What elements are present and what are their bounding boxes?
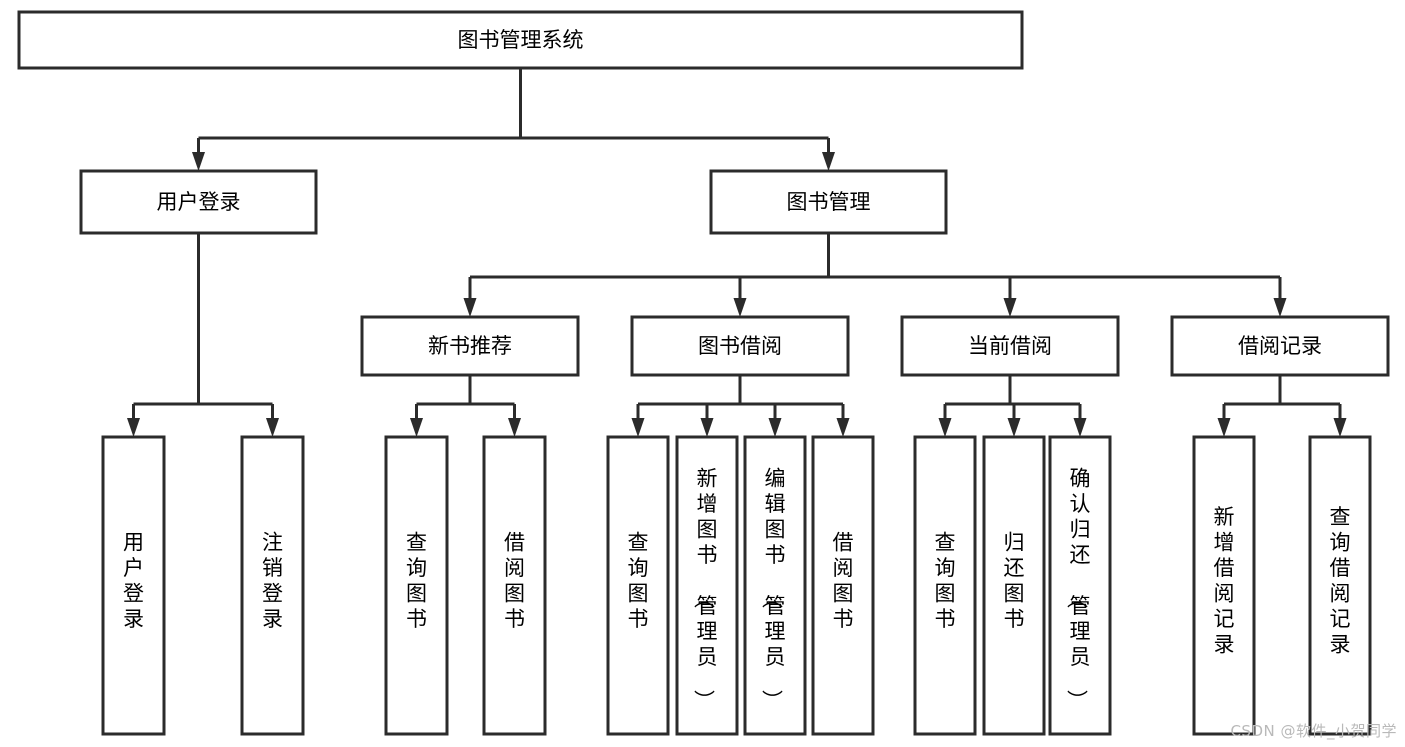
node-box — [1192, 435, 1256, 736]
node-label: 借阅记录 — [1238, 334, 1322, 358]
arrow-head-icon — [836, 418, 850, 437]
arrow-head-icon — [938, 418, 952, 437]
node-box — [811, 435, 875, 736]
node-leaf-借阅图书[interactable]: 借阅图书 — [811, 435, 875, 736]
node-label: 新书推荐 — [428, 334, 512, 358]
node-label: 用户登录 — [123, 530, 144, 631]
arrow-head-icon — [1217, 418, 1231, 437]
node-l2-新书推荐[interactable]: 新书推荐 — [360, 315, 580, 377]
node-label: 查询图书 — [935, 530, 956, 631]
node-leaf-新增借阅记录[interactable]: 新增借阅记录 — [1192, 435, 1256, 736]
node-l1-图书管理[interactable]: 图书管理 — [709, 169, 948, 235]
node-box — [482, 435, 547, 736]
node-label: 借阅图书 — [504, 530, 525, 631]
node-leaf-借阅图书[interactable]: 借阅图书 — [482, 435, 547, 736]
arrow-head-icon — [700, 418, 714, 437]
arrow-head-icon — [127, 418, 140, 437]
arrow-head-icon — [508, 418, 521, 437]
node-leaf-编辑图书管理员[interactable]: 编辑图书（管理员） — [743, 435, 807, 736]
node-label: 归还图书 — [1004, 530, 1025, 631]
node-l2-当前借阅[interactable]: 当前借阅 — [900, 315, 1120, 377]
node-box — [630, 315, 850, 377]
node-box — [913, 435, 977, 736]
node-box — [79, 169, 318, 235]
node-leaf-查询图书[interactable]: 查询图书 — [913, 435, 977, 736]
node-l2-图书借阅[interactable]: 图书借阅 — [630, 315, 850, 377]
node-box — [1308, 435, 1372, 736]
arrow-head-icon — [192, 152, 205, 171]
node-box — [360, 315, 580, 377]
arrow-head-icon — [266, 418, 279, 437]
arrow-head-icon — [410, 418, 423, 437]
node-box — [240, 435, 305, 736]
node-l2-借阅记录[interactable]: 借阅记录 — [1170, 315, 1390, 377]
arrow-head-icon — [1073, 418, 1087, 437]
node-leaf-查询图书[interactable]: 查询图书 — [606, 435, 670, 736]
node-leaf-查询图书[interactable]: 查询图书 — [384, 435, 449, 736]
node-box — [17, 10, 1024, 70]
node-box — [606, 435, 670, 736]
node-box — [384, 435, 449, 736]
node-leaf-新增图书管理员[interactable]: 新增图书（管理员） — [675, 435, 739, 736]
node-label: 查询图书 — [406, 530, 427, 631]
node-leaf-确认归还管理员[interactable]: 确认归还（管理员） — [1048, 435, 1112, 736]
node-label: 图书管理系统 — [458, 28, 584, 52]
node-label: 新增借阅记录 — [1214, 505, 1235, 657]
node-leaf-用户登录[interactable]: 用户登录 — [101, 435, 166, 736]
node-label: 图书借阅 — [698, 334, 782, 358]
node-root-图书管理系统[interactable]: 图书管理系统 — [17, 10, 1024, 70]
node-box — [1048, 435, 1112, 736]
arrow-head-icon — [463, 298, 477, 317]
node-layer: 图书管理系统用户登录图书管理新书推荐图书借阅当前借阅借阅记录用户登录注销登录查询… — [17, 10, 1390, 736]
node-leaf-查询借阅记录[interactable]: 查询借阅记录 — [1308, 435, 1372, 736]
node-label: 注销登录 — [262, 530, 283, 631]
node-label: 用户登录 — [157, 190, 241, 214]
node-box — [101, 435, 166, 736]
arrow-head-icon — [1333, 418, 1347, 437]
node-label: 确认归还（管理员） — [1065, 467, 1091, 711]
arrow-head-icon — [733, 298, 747, 317]
node-label: 编辑图书（管理员） — [760, 467, 786, 711]
node-label: 查询借阅记录 — [1330, 505, 1351, 657]
arrow-head-icon — [631, 418, 645, 437]
node-box — [900, 315, 1120, 377]
arrow-head-icon — [1273, 298, 1287, 317]
node-leaf-归还图书[interactable]: 归还图书 — [982, 435, 1046, 736]
node-box — [982, 435, 1046, 736]
arrow-head-icon — [1007, 418, 1021, 437]
node-box — [675, 435, 739, 736]
arrow-head-icon — [768, 418, 782, 437]
node-leaf-注销登录[interactable]: 注销登录 — [240, 435, 305, 736]
connector-layer — [127, 68, 1347, 437]
node-label: 新增图书（管理员） — [692, 467, 718, 711]
node-label: 图书管理 — [787, 190, 871, 214]
node-box — [1170, 315, 1390, 377]
node-box — [709, 169, 948, 235]
arrow-head-icon — [822, 152, 835, 171]
arrow-head-icon — [1003, 298, 1017, 317]
node-box — [743, 435, 807, 736]
node-l1-用户登录[interactable]: 用户登录 — [79, 169, 318, 235]
node-label: 查询图书 — [628, 530, 649, 631]
node-label: 借阅图书 — [833, 530, 854, 631]
node-label: 当前借阅 — [968, 334, 1052, 358]
